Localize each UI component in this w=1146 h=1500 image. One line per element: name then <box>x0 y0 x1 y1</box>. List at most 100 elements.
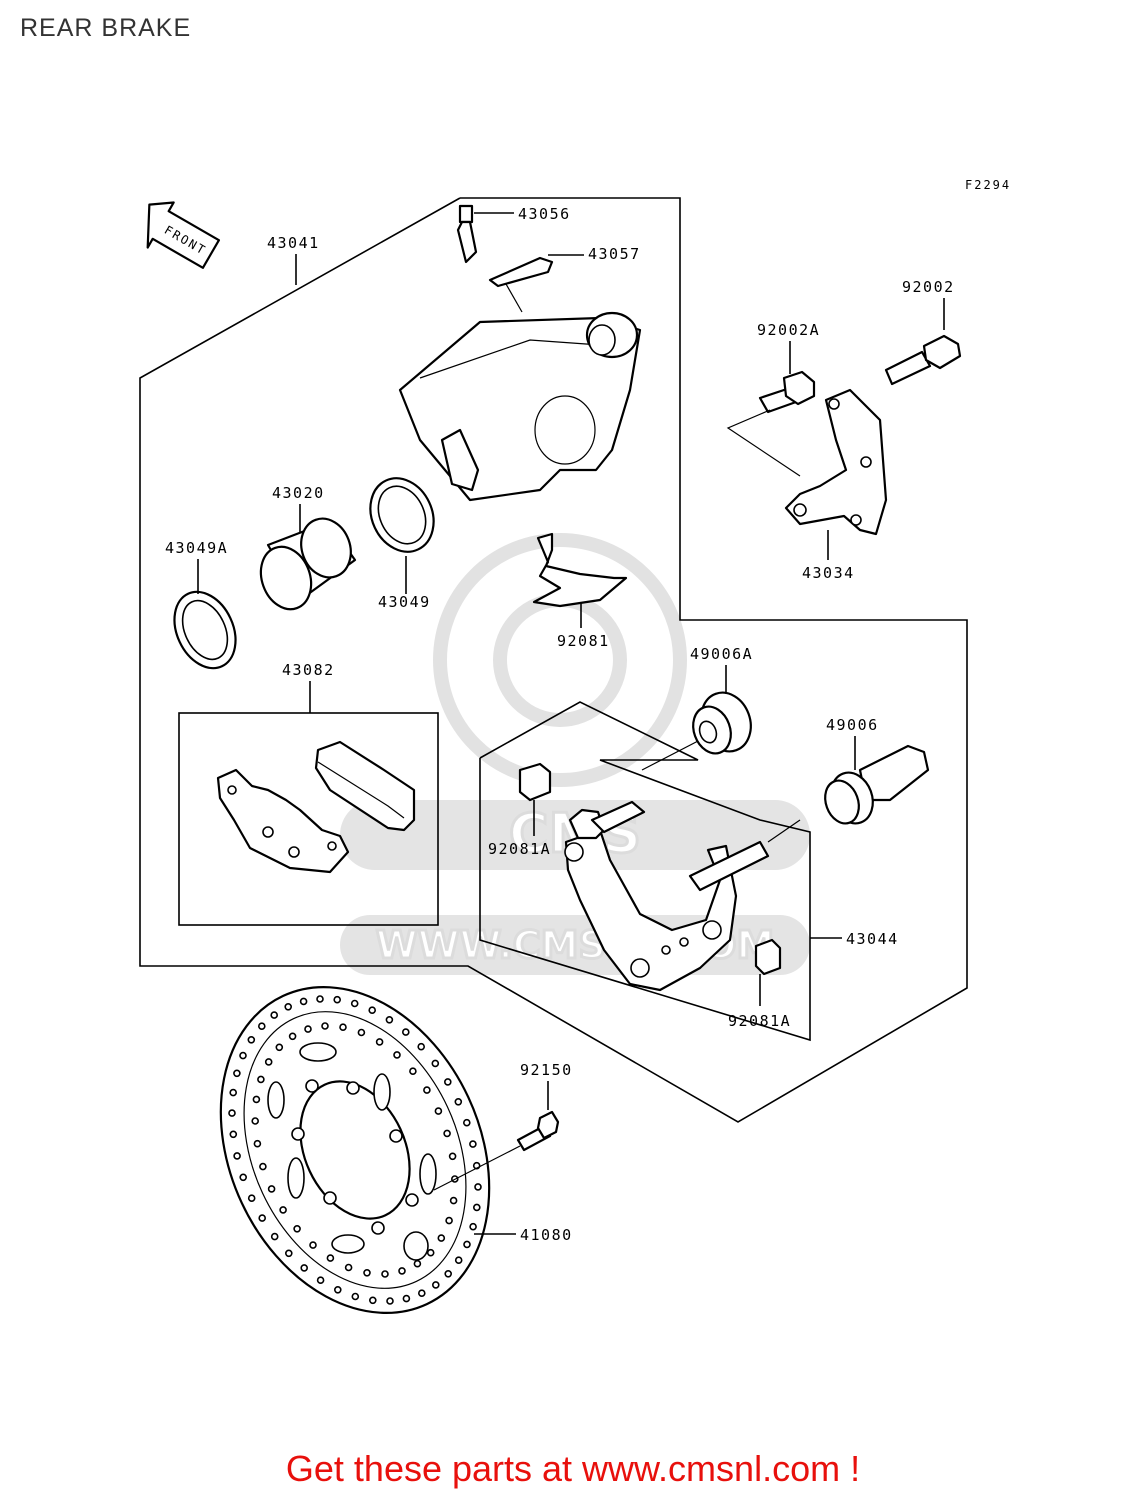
bracket-bolt-leader <box>726 409 801 477</box>
piston <box>259 517 357 611</box>
disc-perforation-hole <box>344 1263 353 1272</box>
disc-perforation-hole <box>402 1294 411 1303</box>
disc-bolt <box>516 1110 560 1152</box>
disc-perforation-hole <box>253 1139 262 1148</box>
disc-perforation-hole <box>258 1214 267 1222</box>
disc-perforation-hole <box>401 1028 410 1036</box>
disc-perforations <box>228 995 482 1305</box>
disc-perforation-hole <box>333 995 342 1004</box>
disc-perforation-hole <box>413 1259 422 1268</box>
disc-perforation-hole <box>316 995 324 1003</box>
label-43082: 43082 <box>282 661 335 679</box>
label-92081A-lower: 92081A <box>728 1012 791 1030</box>
disc-perforation-hole <box>229 1130 238 1139</box>
disc-perforation-hole <box>229 1088 237 1097</box>
disc-perforation-hole <box>228 1109 236 1117</box>
disc-perforation-hole <box>448 1152 457 1161</box>
disc-perforation-hole <box>252 1095 261 1104</box>
disc-perforation-hole <box>279 1206 287 1214</box>
label-49006: 49006 <box>826 716 879 734</box>
disc-perforation-hole <box>300 1264 309 1272</box>
pad-set-box <box>178 712 439 926</box>
brake-disc <box>219 986 491 1314</box>
footer-shop-link[interactable]: Get these parts at www.cmsnl.com ! <box>285 1448 861 1489</box>
disc-perforation-hole <box>426 1248 435 1257</box>
disc-perforation-hole <box>247 1036 256 1044</box>
disc-perforation-hole <box>474 1183 482 1191</box>
disc-perforation-hole <box>417 1042 426 1051</box>
disc-perforation-hole <box>350 999 359 1008</box>
disc-perforation-hole <box>469 1140 477 1148</box>
figure-code: F2294 <box>965 178 1011 192</box>
disc-perforation-hole <box>293 1225 301 1233</box>
pad-spring <box>532 532 628 608</box>
disc-perforation-hole <box>304 1025 312 1033</box>
disc-perforation-hole <box>239 1051 247 1060</box>
caliper-assembly-outline <box>139 197 968 1123</box>
disc-bolt-holes <box>291 1079 419 1235</box>
disc-perforation-hole <box>449 1196 458 1205</box>
slide-pin-upper <box>590 800 646 834</box>
disc-perforation-hole <box>257 1022 266 1030</box>
disc-perforation-hole <box>259 1162 267 1171</box>
disc-perforation-hole <box>326 1254 335 1262</box>
label-92081A-upper: 92081A <box>488 840 551 858</box>
page-title: REAR BRAKE <box>20 14 192 42</box>
label-92002A: 92002A <box>757 321 820 339</box>
label-92150: 92150 <box>520 1061 573 1079</box>
caliper-bracket <box>784 388 888 536</box>
caliper-body <box>398 311 642 502</box>
label-43020: 43020 <box>272 484 325 502</box>
disc-perforation-hole <box>321 1022 329 1030</box>
disc-perforation-hole <box>381 1270 389 1278</box>
bracket-assembly-outline <box>479 701 811 1042</box>
label-43057: 43057 <box>588 245 641 263</box>
disc-perforation-hole <box>339 1023 347 1031</box>
disc-perforation-hole <box>299 997 308 1006</box>
label-92081: 92081 <box>557 632 610 650</box>
disc-perforation-hole <box>462 1118 471 1127</box>
label-43049: 43049 <box>378 593 431 611</box>
disc-perforation-hole <box>351 1292 360 1301</box>
disc-perforation-hole <box>233 1069 241 1078</box>
disc-perforation-hole <box>393 1051 401 1059</box>
front-arrow-icon: FRONT <box>146 201 221 269</box>
disc-perforation-hole <box>288 1032 297 1041</box>
disc-cooling-slots <box>267 1042 437 1261</box>
disc-perforation-hole <box>316 1276 325 1284</box>
disc-perforation-hole <box>284 1002 293 1011</box>
disc-perforation-hole <box>270 1011 279 1019</box>
label-92002: 92002 <box>902 278 955 296</box>
dust-seal <box>173 590 237 670</box>
disc-perforation-hole <box>233 1152 241 1160</box>
bolt-small <box>758 370 816 414</box>
pin-boot <box>824 744 930 825</box>
disc-perforation-hole <box>437 1234 446 1242</box>
label-43044: 43044 <box>846 930 899 948</box>
disc-perforation-hole <box>469 1222 477 1231</box>
disc-perforation-hole <box>284 1249 293 1258</box>
brake-pad <box>314 740 416 832</box>
label-43056: 43056 <box>518 205 571 223</box>
slide-pin-lower <box>688 840 770 892</box>
label-43041: 43041 <box>267 234 320 252</box>
disc-perforation-hole <box>257 1075 265 1084</box>
retainer-clip-right <box>754 938 782 976</box>
disc-perforation-hole <box>275 1043 284 1052</box>
disc-perforation-hole <box>434 1107 443 1115</box>
disc-perforation-hole <box>409 1067 417 1075</box>
disc-perforation-hole <box>357 1028 366 1037</box>
disc-perforation-hole <box>423 1086 431 1094</box>
disc-perforation-hole <box>454 1256 463 1264</box>
disc-perforation-hole <box>385 1015 394 1024</box>
disc-perforation-hole <box>463 1240 471 1249</box>
disc-perforation-hole <box>368 1006 377 1015</box>
piston-seal <box>369 477 435 553</box>
disc-perforation-hole <box>239 1173 247 1182</box>
pin-boot-a <box>692 691 752 755</box>
disc-perforation-hole <box>333 1286 342 1294</box>
disc-perforation-hole <box>267 1185 276 1193</box>
disc-perforation-hole <box>251 1117 259 1125</box>
disc-perforation-hole <box>431 1281 440 1289</box>
